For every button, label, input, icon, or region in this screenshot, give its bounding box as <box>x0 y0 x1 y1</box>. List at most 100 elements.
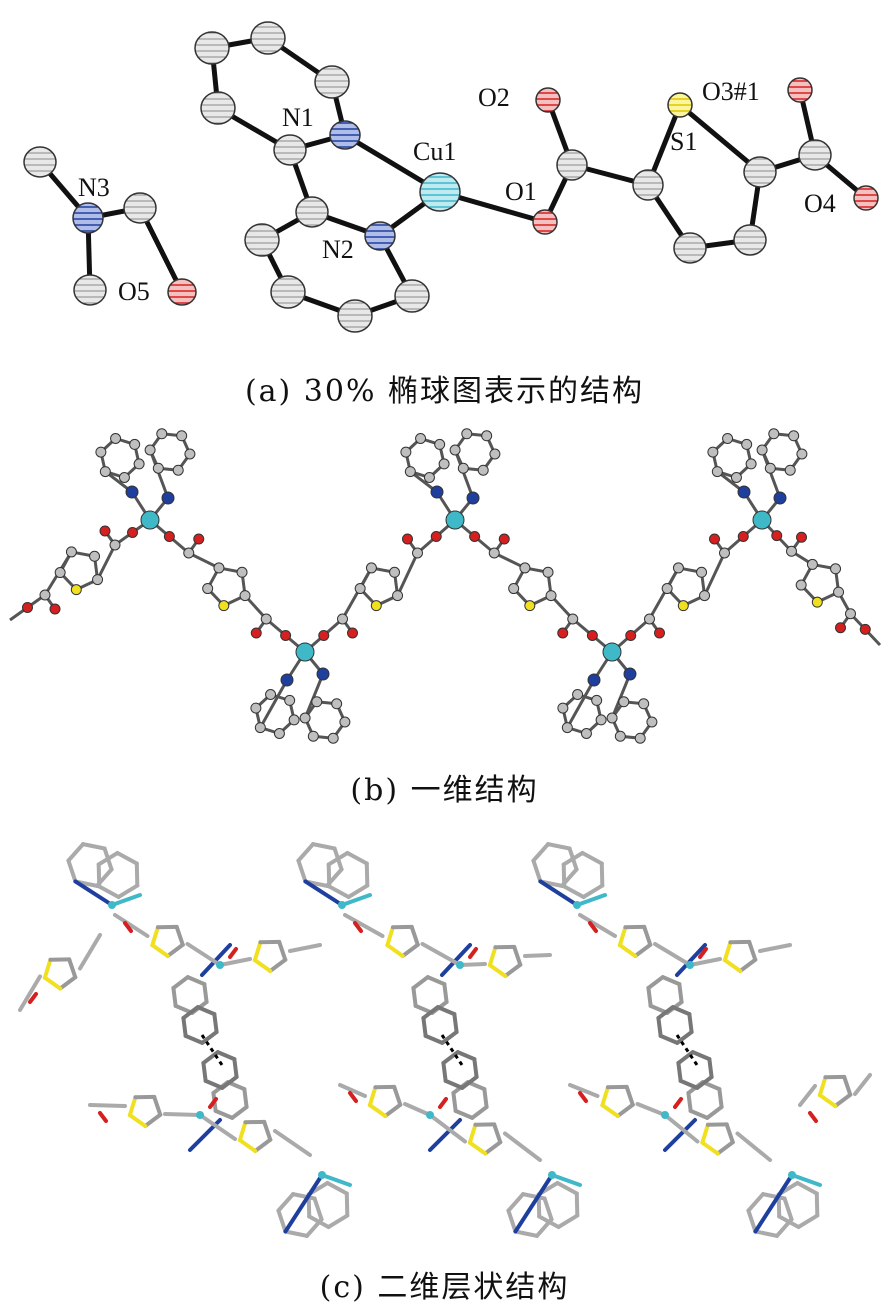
stick-bond <box>115 851 139 866</box>
atom <box>347 627 358 639</box>
atom <box>625 630 637 641</box>
atom <box>280 630 292 641</box>
stick-bond <box>200 943 232 977</box>
stick-bond <box>615 1102 635 1118</box>
stick-bond <box>435 1005 457 1017</box>
label-s1: S1 <box>670 127 697 156</box>
atom <box>365 562 377 574</box>
atom <box>618 696 630 708</box>
atom <box>489 448 501 460</box>
stick-bond <box>556 1213 580 1229</box>
bond <box>453 449 475 499</box>
stick-bond <box>441 1060 448 1083</box>
layer-diagram <box>18 842 872 1238</box>
atom <box>307 730 319 742</box>
stick-bond <box>296 842 316 863</box>
stick-bond <box>675 943 707 977</box>
stick-bond <box>383 1102 403 1118</box>
stick-bond <box>409 924 420 947</box>
copper-center <box>108 901 116 909</box>
caption-b: (b) 一维结构 <box>350 773 539 808</box>
stick-bond <box>562 884 586 899</box>
stick-bond <box>277 939 288 962</box>
stick-bond <box>467 1122 478 1145</box>
atom <box>438 458 450 470</box>
pi-stacking-dashes <box>440 1034 464 1066</box>
stick-bond <box>814 1191 820 1218</box>
stick-bond <box>746 1192 766 1213</box>
atom <box>430 485 444 499</box>
stick-bond <box>676 1060 683 1083</box>
stick-bond <box>218 957 252 967</box>
atom <box>65 546 77 558</box>
atom <box>423 472 435 484</box>
label-o3: O3#1 <box>702 77 760 106</box>
stick-bond <box>735 1131 772 1162</box>
atom <box>176 430 188 442</box>
stick-bond <box>698 947 708 959</box>
stick-bond <box>163 1112 202 1117</box>
atom <box>339 716 351 728</box>
atom-labels: N3 O5 N1 N2 Cu1 O2 O1 S1 O3#1 O4 <box>78 77 836 306</box>
atom <box>557 627 569 639</box>
stick-bond <box>228 947 238 959</box>
atom <box>488 547 500 559</box>
stick-bond <box>152 1094 163 1117</box>
atom <box>95 446 107 458</box>
copper-center <box>216 961 224 969</box>
atom <box>677 600 689 612</box>
stick-bond <box>230 1105 249 1120</box>
stick-bond <box>656 1015 663 1038</box>
stick-bond <box>242 1087 249 1110</box>
atom <box>709 533 720 545</box>
stick-bond <box>411 985 418 1008</box>
bond <box>566 679 596 729</box>
atom <box>183 547 195 559</box>
stick-bond <box>467 1140 488 1156</box>
atom <box>129 438 141 450</box>
stick-bond <box>531 842 551 863</box>
stick-bond <box>127 1113 148 1128</box>
atom <box>606 712 618 724</box>
stick-bond <box>96 851 120 867</box>
atom <box>331 698 343 710</box>
atom <box>163 531 175 542</box>
stick-bond <box>96 862 102 889</box>
atom <box>273 728 285 740</box>
atom <box>796 531 807 543</box>
stick-bond <box>165 942 185 958</box>
bond <box>148 449 170 499</box>
stick-bond <box>853 1073 872 1096</box>
stick-bond <box>695 1075 714 1090</box>
bond <box>303 673 325 719</box>
stick-bond <box>531 858 543 884</box>
stick-bond <box>686 1090 693 1113</box>
copper-center <box>686 961 694 969</box>
atom <box>445 510 465 530</box>
stick-bond <box>403 1102 432 1117</box>
atom <box>118 472 130 484</box>
atom <box>236 566 248 578</box>
atom <box>218 600 230 612</box>
stick-bond <box>700 1122 710 1145</box>
atom <box>412 547 423 559</box>
stick-bond <box>690 1050 712 1062</box>
bond <box>648 567 680 620</box>
stick-bond <box>817 1075 828 1098</box>
stick-bond <box>296 858 308 884</box>
stick-bond <box>345 851 369 866</box>
stick-bond <box>624 1084 635 1107</box>
bond <box>188 551 220 570</box>
stick-bond <box>283 1229 309 1238</box>
ellipsoid-diagram: N3 O5 N1 N2 Cu1 O2 O1 S1 O3#1 O4 <box>23 21 879 333</box>
stick-bond <box>578 913 617 938</box>
stick-bond <box>425 975 447 987</box>
stick-bond <box>181 1015 188 1038</box>
stick-bond <box>472 1057 479 1080</box>
atom <box>54 567 66 579</box>
stick-bond <box>353 921 363 933</box>
atom <box>404 466 416 478</box>
stick-bond <box>688 957 722 967</box>
atom <box>461 428 473 440</box>
stick-bond <box>506 1192 526 1213</box>
